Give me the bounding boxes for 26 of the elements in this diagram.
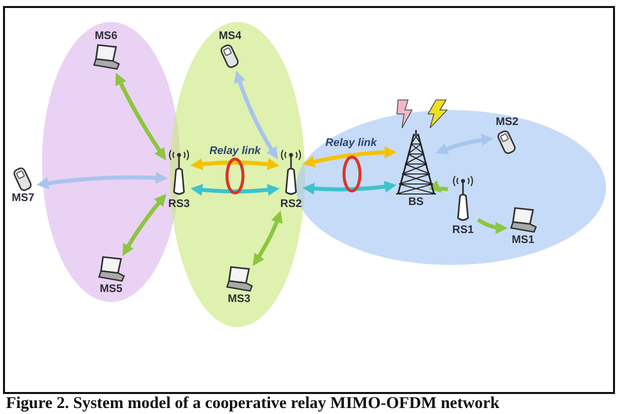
double-arrow <box>436 134 494 154</box>
double-arrow <box>234 70 278 160</box>
double-arrow <box>302 146 397 168</box>
double-arrow <box>190 184 280 196</box>
edge-label: Relay link <box>325 137 377 150</box>
double-arrow <box>190 158 280 170</box>
figure-caption: Figure 2. System model of a cooperative relay MIMO-OFDM network <box>6 393 500 413</box>
node-label: RS2 <box>280 198 302 211</box>
edge-label: Relay link <box>209 144 261 158</box>
node-label: MS3 <box>228 293 250 306</box>
node-label: MS1 <box>512 234 534 247</box>
double-arrow <box>36 172 168 190</box>
node-label: MS7 <box>12 192 34 205</box>
double-arrow <box>302 180 397 195</box>
double-arrow <box>122 194 166 256</box>
double-arrow <box>428 180 448 193</box>
node-label: RS3 <box>168 198 190 211</box>
node-label: MS6 <box>94 30 118 43</box>
node-label: MS5 <box>100 283 122 296</box>
double-arrow <box>252 210 282 266</box>
node-label: BS <box>408 196 424 209</box>
double-arrow <box>116 72 166 160</box>
node-label: MS4 <box>218 30 242 43</box>
node-label: MS2 <box>496 116 518 129</box>
node-label: RS1 <box>452 224 474 237</box>
double-arrow <box>476 218 508 234</box>
